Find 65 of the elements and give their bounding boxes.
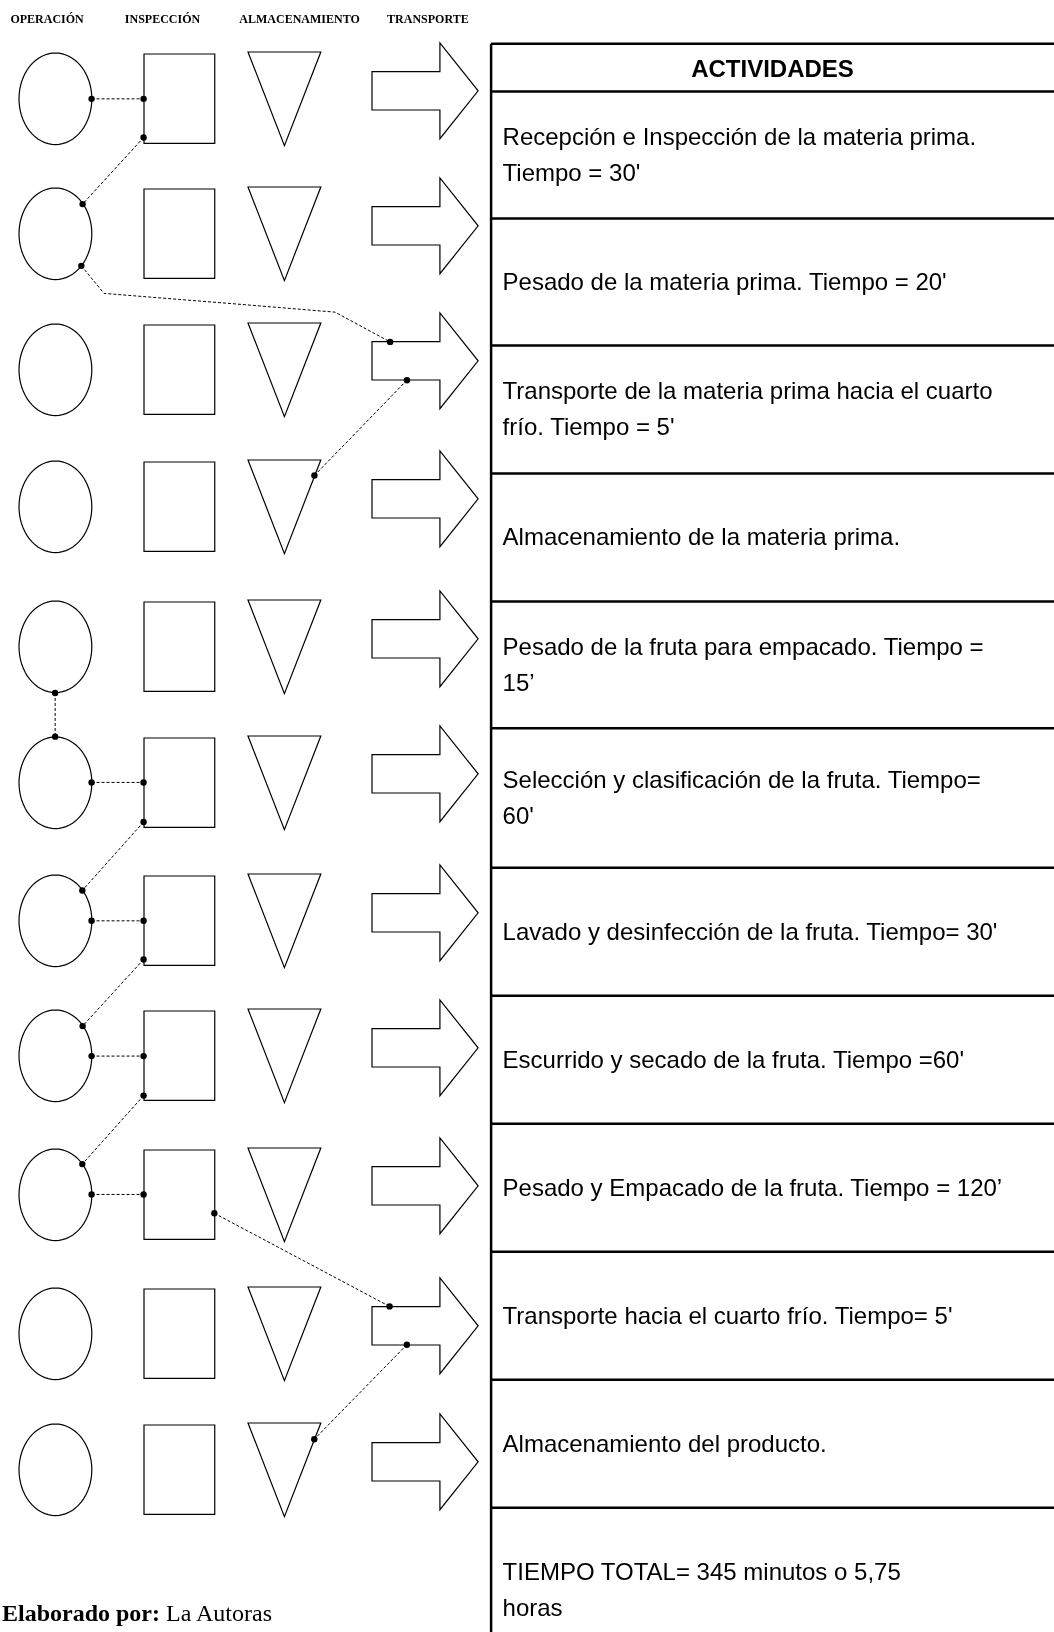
transport-block-arrow-symbol xyxy=(371,1137,480,1235)
storage-triangle-symbol xyxy=(246,458,322,555)
inspection-rectangle-symbol xyxy=(142,1010,216,1102)
inspection-rectangle-symbol xyxy=(142,53,216,145)
dotted-connector xyxy=(79,1092,147,1168)
dotted-connector xyxy=(78,262,394,346)
transport-block-arrow-symbol xyxy=(371,41,480,140)
transport-block-arrow-symbol xyxy=(371,449,480,548)
storage-triangle-symbol xyxy=(246,734,322,831)
transport-block-arrow-symbol xyxy=(371,1276,480,1375)
activity-text: Almacenamiento del producto. xyxy=(502,1428,828,1459)
storage-triangle-symbol xyxy=(246,321,322,418)
dotted-connector xyxy=(51,689,59,740)
storage-triangle-symbol xyxy=(246,51,322,147)
inspection-rectangle-symbol xyxy=(142,1424,216,1516)
dotted-connector xyxy=(88,95,147,103)
inspection-rectangle-symbol xyxy=(142,875,216,967)
dotted-connector xyxy=(311,1341,410,1443)
column-heading: TRANSPORTE xyxy=(387,12,469,28)
inspection-rectangle-symbol xyxy=(142,1288,216,1380)
storage-triangle-symbol xyxy=(246,1422,322,1518)
dotted-connector xyxy=(88,779,147,786)
storage-triangle-symbol xyxy=(246,873,322,969)
column-heading: INSPECCIÓN xyxy=(124,12,201,28)
inspection-rectangle-symbol xyxy=(142,460,216,553)
dotted-connector xyxy=(79,134,147,208)
transport-block-arrow-symbol xyxy=(371,998,480,1097)
column-heading: OPERACIÓN xyxy=(10,12,84,28)
storage-triangle-symbol xyxy=(246,1146,322,1243)
activity-text: Pesado y Empacado de la fruta. Tiempo = 120’ xyxy=(502,1172,1003,1203)
column-heading: ALMACENAMIENTO xyxy=(239,12,360,28)
activity-text: Almacenamiento de la materia prima. xyxy=(502,522,902,553)
activity-text: Escurrido y secado de la fruta. Tiempo =60' xyxy=(502,1044,966,1075)
total-time-text: TIEMPO TOTAL= 345 minutos o 5,75 horas xyxy=(502,1557,902,1623)
storage-triangle-symbol xyxy=(246,1286,322,1382)
transport-block-arrow-symbol xyxy=(371,176,480,275)
transport-block-arrow-symbol xyxy=(371,312,480,410)
dotted-connector xyxy=(311,377,411,479)
transport-block-arrow-symbol xyxy=(371,725,480,823)
author-credit: Elaborado por: La Autoras xyxy=(2,1600,272,1628)
activity-text: Recepción e Inspección de la materia prima. Tiempo = 30' xyxy=(502,122,978,188)
inspection-rectangle-symbol xyxy=(142,323,216,416)
transport-block-arrow-symbol xyxy=(371,590,480,688)
dotted-connector xyxy=(79,956,147,1030)
storage-triangle-symbol xyxy=(246,1008,322,1104)
activity-text: Lavado y desinfección de la fruta. Tiempo= 30' xyxy=(502,916,999,947)
dotted-connector xyxy=(79,818,147,894)
activity-text: Transporte de la materia prima hacia el cuarto frío. Tiempo = 5' xyxy=(502,376,994,443)
inspection-rectangle-symbol xyxy=(142,736,216,829)
activity-text: Selección y clasificación de la fruta. Tiempo= 60' xyxy=(502,765,982,832)
activity-text: Pesado de la materia prima. Tiempo = 20' xyxy=(502,266,948,297)
storage-triangle-symbol xyxy=(246,599,322,695)
inspection-rectangle-symbol xyxy=(142,188,216,280)
dotted-connector xyxy=(88,917,147,924)
inspection-rectangle-symbol xyxy=(142,601,216,693)
column-header: ACTIVIDADES xyxy=(690,53,855,84)
storage-triangle-symbol xyxy=(246,186,322,282)
dotted-connector xyxy=(211,1210,393,1310)
dotted-connector xyxy=(88,1191,147,1198)
transport-block-arrow-symbol xyxy=(371,1413,480,1511)
activity-text: Pesado de la fruta para empacado. Tiempo = 15’ xyxy=(502,631,985,698)
transport-block-arrow-symbol xyxy=(371,863,480,962)
inspection-rectangle-symbol xyxy=(142,1148,216,1241)
dotted-connector xyxy=(88,1052,147,1060)
activity-text: Transporte hacia el cuarto frío. Tiempo= 5' xyxy=(502,1300,954,1331)
